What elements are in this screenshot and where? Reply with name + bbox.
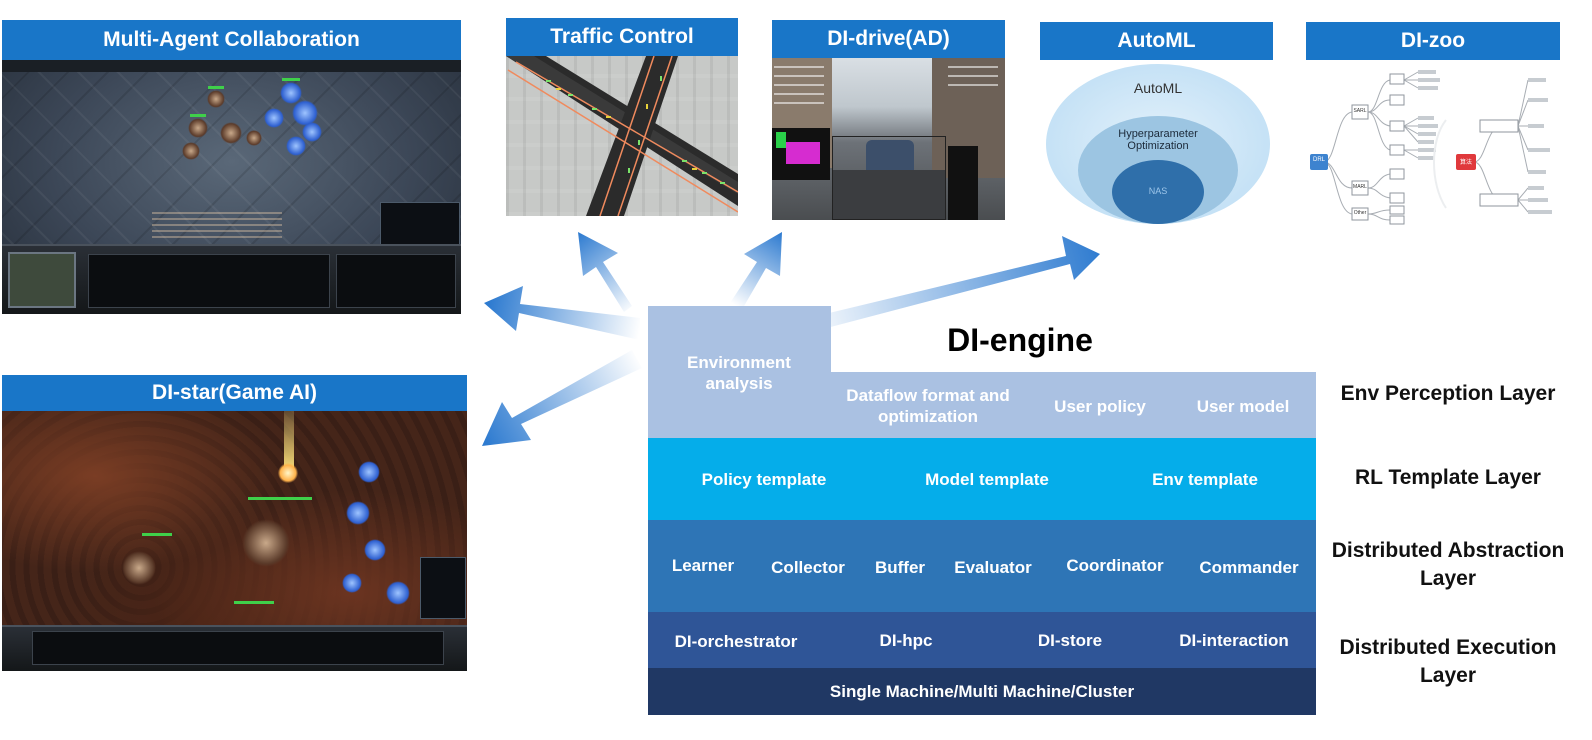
layer-label-perception: Env Perception Layer [1340,382,1556,405]
unit-cluster [286,136,306,156]
interaction-label: DI-interaction [1179,631,1289,650]
store-label: DI-store [1037,631,1103,650]
unit-cluster [182,142,200,160]
zoo-root-drl: DRL [1312,157,1325,163]
di-star-screenshot [2,411,467,671]
traffic-header: Traffic Control [506,18,738,56]
collector-label: Collector [771,558,845,577]
dataflow-label: Dataflow format and optimization [846,386,1010,426]
nas-ring [1112,160,1204,224]
layer-label-execution: Distributed Execution Layer [1339,636,1557,687]
telemetry-overlay [948,62,998,86]
birdview-map [772,128,830,180]
side-map [948,146,978,220]
multi-agent-screenshot [2,60,461,314]
unit-cluster [342,573,362,593]
health-bar [142,533,172,536]
drive-header: DI-drive(AD) [772,20,1005,58]
explosion [278,463,298,483]
user-model-label: User model [1196,397,1290,416]
health-bar [282,78,300,81]
health-bar [234,601,274,604]
base-label: Single Machine/Multi Machine/Cluster [829,682,1135,701]
zoo-header: DI-zoo [1306,22,1560,60]
unit-cluster [280,82,302,104]
health-bar [248,497,312,500]
unit-cluster [292,100,318,126]
engine-title: DI-engine [947,322,1093,358]
telemetry-overlay [774,62,824,104]
hud-panel [336,254,456,308]
arrow-to-multi-agent [484,286,640,340]
env-template-label: Env template [1152,470,1258,489]
hud-panel [32,631,444,665]
unit-cluster [264,108,284,128]
orchestrator-label: DI-orchestrator [674,632,798,651]
layer-label-abstraction: Distributed Abstraction Layer [1331,539,1565,590]
execution-band [648,612,1316,668]
multi-agent-header: Multi-Agent Collaboration [2,20,461,60]
camera-view [832,136,946,220]
unit-cluster [220,122,242,144]
game-hud [2,244,461,314]
road-network [506,56,738,216]
env-perception-band [648,372,1316,438]
hpc-label: DI-hpc [879,631,933,650]
rl-template-band [648,438,1316,520]
unit-cluster [246,130,262,146]
unit-cluster [207,90,225,108]
unit-cluster [188,118,208,138]
drive-screenshot [772,58,1005,220]
unit-cluster [302,122,322,142]
health-bar [190,114,206,117]
unit-cluster [364,539,386,561]
control-panel [380,202,460,248]
abstraction-band [648,520,1316,612]
unit-cluster [358,461,380,483]
hpo-ring-label: Hyperparameter Optimization [1118,128,1198,152]
automl-header: AutoML [1040,22,1273,60]
unit-cluster [386,581,410,605]
chat-log [152,210,282,238]
coordinator-label: Coordinator [1066,556,1164,575]
zoo-node-marl: MARL [1353,184,1367,190]
arrow-to-automl [800,236,1100,334]
automl-diagram [1046,64,1270,224]
unit-cluster [122,551,156,585]
unit-cluster [346,501,370,525]
policy-template-label: Policy template [701,470,827,489]
arrow-to-di-star [482,350,642,446]
learner-label: Learner [671,556,735,575]
zoo-mindmap [1310,70,1552,225]
model-template-label: Model template [925,470,1049,489]
game-hud [2,625,467,671]
unit-cluster [242,519,290,567]
nas-ring-label: NAS [1148,186,1168,196]
fire-beam [284,411,294,473]
zoo-root-algo: 算法 [1459,160,1472,166]
layer-label-template: RL Template Layer [1355,466,1541,489]
evaluator-label: Evaluator [954,558,1032,577]
base-band [648,668,1316,715]
traffic-screenshot [506,56,738,216]
di-star-header: DI-star(Game AI) [2,375,467,411]
env-analysis-label: Environment analysis [687,353,791,393]
arrow-to-drive [728,232,782,313]
top-menu-strip [2,60,461,72]
buffer-label: Buffer [874,558,926,577]
hud-panel [88,254,330,308]
arrow-to-traffic [578,232,632,312]
automl-ring-label: AutoML [1133,80,1183,96]
zoo-node-other: Other [1353,210,1367,216]
commander-label: Commander [1199,558,1299,577]
minimap [8,252,76,308]
zoo-node-sarl: SARL [1353,108,1367,114]
control-panel [420,557,466,619]
user-policy-label: User policy [1054,397,1146,416]
health-bar [208,86,224,89]
